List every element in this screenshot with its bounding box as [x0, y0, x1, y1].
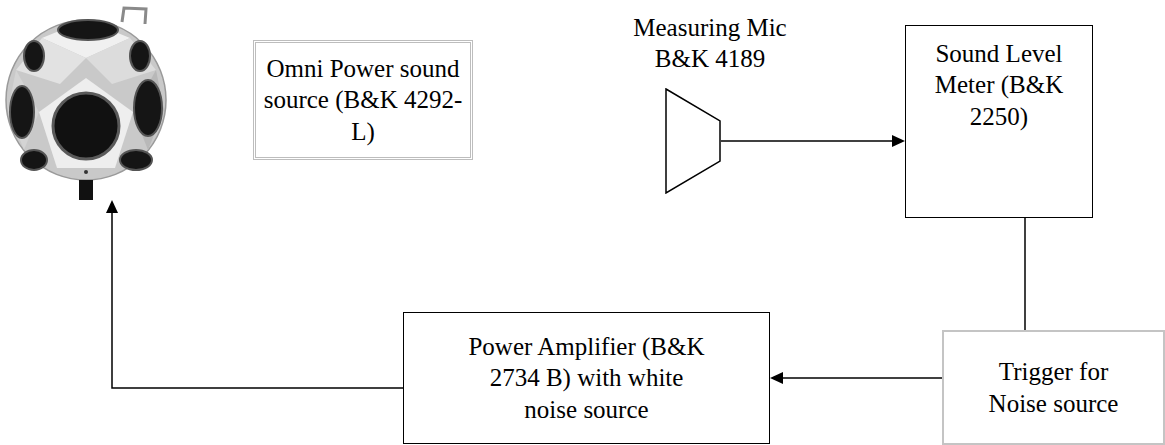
speaker-body — [6, 20, 166, 180]
sound-source: Omni Power sound source (B&K 4292-L) — [0, 0, 166, 200]
meter-box: Sound Level Meter (B&K 2250) — [905, 25, 1093, 218]
arrow-head — [892, 135, 905, 147]
speaker-facet — [39, 78, 133, 168]
connector-line — [721, 140, 892, 142]
amplifier-box: Power Amplifier (B&K 2734 B) with white … — [403, 312, 770, 444]
speaker-driver — [53, 93, 119, 159]
arrow-head — [106, 200, 118, 213]
speaker-driver — [120, 150, 152, 170]
speaker-driver — [24, 41, 44, 71]
speaker-driver — [134, 80, 162, 136]
microphone-outline — [665, 88, 721, 194]
connector — [721, 135, 905, 147]
connector — [106, 200, 403, 388]
speaker-facet — [133, 70, 164, 150]
connector — [770, 372, 942, 384]
speaker-facet — [86, 38, 156, 84]
speaker-driver — [21, 150, 47, 170]
speaker-connector — [79, 180, 93, 200]
connector — [1025, 218, 1026, 330]
speaker-driver — [130, 41, 150, 71]
speaker-driver — [58, 20, 118, 40]
speaker-handle — [122, 8, 146, 24]
speaker-facet — [8, 70, 39, 150]
box-label: Trigger for Noise source — [979, 356, 1129, 419]
speaker-illustration — [0, 0, 175, 205]
source-label: Omni Power sound source (B&K 4292-L) — [253, 40, 473, 160]
arrow-head — [770, 372, 783, 384]
trigger-box: Trigger for Noise source — [942, 330, 1165, 445]
box-label: Power Amplifier (B&K 2734 B) with white … — [464, 331, 709, 425]
connector-line — [112, 213, 403, 388]
box-label: Sound Level Meter (B&K 2250) — [914, 38, 1084, 132]
microphone-shape — [666, 89, 720, 193]
speaker-indicator — [84, 170, 88, 174]
speaker-driver — [10, 86, 34, 138]
connector-line — [783, 377, 942, 379]
mic-label: Measuring Mic B&K 4189 — [625, 12, 795, 75]
connector-line — [1024, 218, 1026, 330]
speaker-facet — [16, 38, 86, 84]
microphone-symbol: Measuring Mic B&K 4189 — [665, 88, 721, 194]
